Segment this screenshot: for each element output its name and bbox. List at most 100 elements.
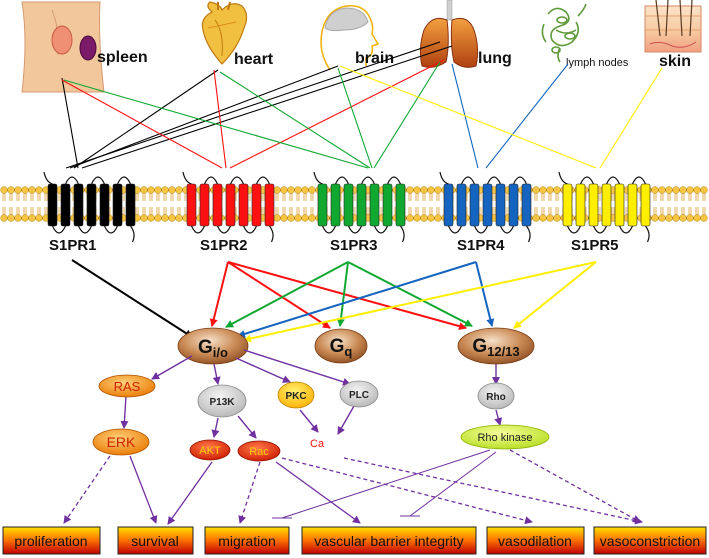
- receptor-helix: [627, 183, 638, 227]
- gprotein-gq-main: G: [330, 336, 345, 357]
- receptor-helix: [251, 183, 262, 227]
- calcium-label: Ca: [310, 438, 325, 450]
- organ-receptor-lines: [61, 41, 663, 169]
- outcome-label-migration: migration: [218, 533, 276, 549]
- outcome-proliferation: proliferation: [2, 526, 101, 555]
- outcome-survival: survival: [117, 526, 194, 555]
- outcome-label-vasoconstriction: vasoconstriction: [600, 533, 700, 549]
- spleen-torso-icon: [21, 1, 105, 93]
- outcome-vasodilation: vasodilation: [486, 526, 585, 555]
- gprotein-gio: Gi/o: [177, 327, 249, 365]
- organ-label-brain: brain: [355, 50, 394, 67]
- outcome-arrows: [63, 449, 643, 525]
- svg-text:G12/13: G12/13: [472, 336, 519, 359]
- ras-node: RAS: [98, 374, 156, 398]
- receptor-helix: [640, 183, 651, 227]
- receptor-helix: [186, 183, 197, 227]
- receptor-s1pr4: [439, 171, 532, 243]
- rho-node: Rho: [477, 382, 515, 410]
- organ-label-lung: lung: [478, 50, 512, 67]
- receptor-helix: [112, 183, 123, 227]
- gprotein-gio-main: G: [198, 337, 213, 358]
- receptor-helix: [86, 183, 97, 227]
- receptor-gprotein-arrows: [71, 259, 597, 343]
- outcome-vasoconstriction: vasoconstriction: [593, 526, 707, 555]
- receptor-helix: [264, 183, 275, 227]
- receptor-helix: [395, 183, 406, 227]
- receptor-helix: [482, 183, 493, 227]
- ras-label: RAS: [114, 379, 141, 394]
- heart-icon: [201, 1, 248, 65]
- receptor-helix: [317, 183, 328, 227]
- receptor-helix: [588, 183, 599, 227]
- receptor-s1pr5: [558, 171, 651, 243]
- receptor-helix: [73, 183, 84, 227]
- receptor-helix: [443, 183, 454, 227]
- rho-kinase-label: Rho kinase: [477, 432, 532, 444]
- receptor-helix: [125, 183, 136, 227]
- receptor-helix: [99, 183, 110, 227]
- gprotein-g1213-sub: 12/13: [487, 344, 520, 359]
- plc-node: PLC: [339, 380, 379, 408]
- receptor-helix: [382, 183, 393, 227]
- lung-icon: [419, 0, 479, 68]
- gprotein-gq: Gq: [314, 328, 368, 364]
- lymph-nodes-icon: [541, 3, 587, 63]
- outcome-label-vasodilation: vasodilation: [498, 533, 572, 549]
- rho-label: Rho: [486, 392, 505, 403]
- receptor-helix: [521, 183, 532, 227]
- receptor-helix: [60, 183, 71, 227]
- receptor-helix: [601, 183, 612, 227]
- outcome-migration: migration: [204, 526, 290, 555]
- receptor-helix: [562, 183, 573, 227]
- receptor-label-s1pr3: S1PR3: [330, 237, 378, 254]
- receptor-helix: [369, 183, 380, 227]
- svg-text:Gq: Gq: [330, 336, 353, 359]
- plc-label: PLC: [349, 390, 369, 401]
- pkc-label: PKC: [285, 391, 306, 402]
- organ-label-heart: heart: [234, 51, 274, 68]
- rac-label: Rac: [249, 446, 269, 458]
- receptor-helix: [343, 183, 354, 227]
- receptor-label-s1pr1: S1PR1: [49, 237, 97, 254]
- receptor-helix: [47, 183, 58, 227]
- svg-text:Gi/o: Gi/o: [198, 337, 228, 360]
- receptor-helix: [212, 183, 223, 227]
- erk-node: ERK: [92, 428, 150, 456]
- organ-label-skin: skin: [659, 53, 691, 70]
- outcome-label-proliferation: proliferation: [14, 533, 87, 549]
- gprotein-gq-sub: q: [344, 344, 352, 359]
- receptors: [43, 171, 651, 243]
- gprotein-gio-sub: i/o: [213, 345, 228, 360]
- outcome-label-survival: survival: [131, 533, 178, 549]
- receptor-helix: [238, 183, 249, 227]
- akt-node: AKT: [189, 439, 231, 461]
- receptor-label-s1pr5: S1PR5: [571, 237, 619, 254]
- brain-head-icon: [320, 5, 380, 71]
- receptor-helix: [575, 183, 586, 227]
- receptor-helix: [225, 183, 236, 227]
- outcome-label-vascular-barrier-integrity: vascular barrier integrity: [314, 533, 463, 549]
- outcome-vascular-barrier-integrity: vascular barrier integrity: [301, 526, 477, 555]
- organ-label-spleen: spleen: [97, 49, 148, 66]
- receptor-s1pr2: [182, 171, 275, 243]
- receptor-helix: [614, 183, 625, 227]
- skin-icon: [644, 0, 702, 53]
- gprotein-g1213-main: G: [472, 336, 487, 357]
- rho-kinase-node: Rho kinase: [460, 424, 550, 450]
- signaling-arrows: [120, 349, 503, 439]
- p13k-label: P13K: [209, 397, 235, 408]
- rac-node: Rac: [237, 440, 281, 462]
- receptor-helix: [469, 183, 480, 227]
- p13k-node: P13K: [197, 384, 247, 418]
- receptor-helix: [508, 183, 519, 227]
- receptor-helix: [356, 183, 367, 227]
- receptor-s1pr1: [43, 171, 136, 243]
- gprotein-g1213: G12/13: [457, 327, 535, 365]
- receptor-helix: [495, 183, 506, 227]
- organ-label-lymph-nodes: lymph nodes: [566, 57, 629, 69]
- receptor-helix: [330, 183, 341, 227]
- akt-label: AKT: [199, 445, 221, 457]
- receptor-label-s1pr4: S1PR4: [457, 237, 505, 254]
